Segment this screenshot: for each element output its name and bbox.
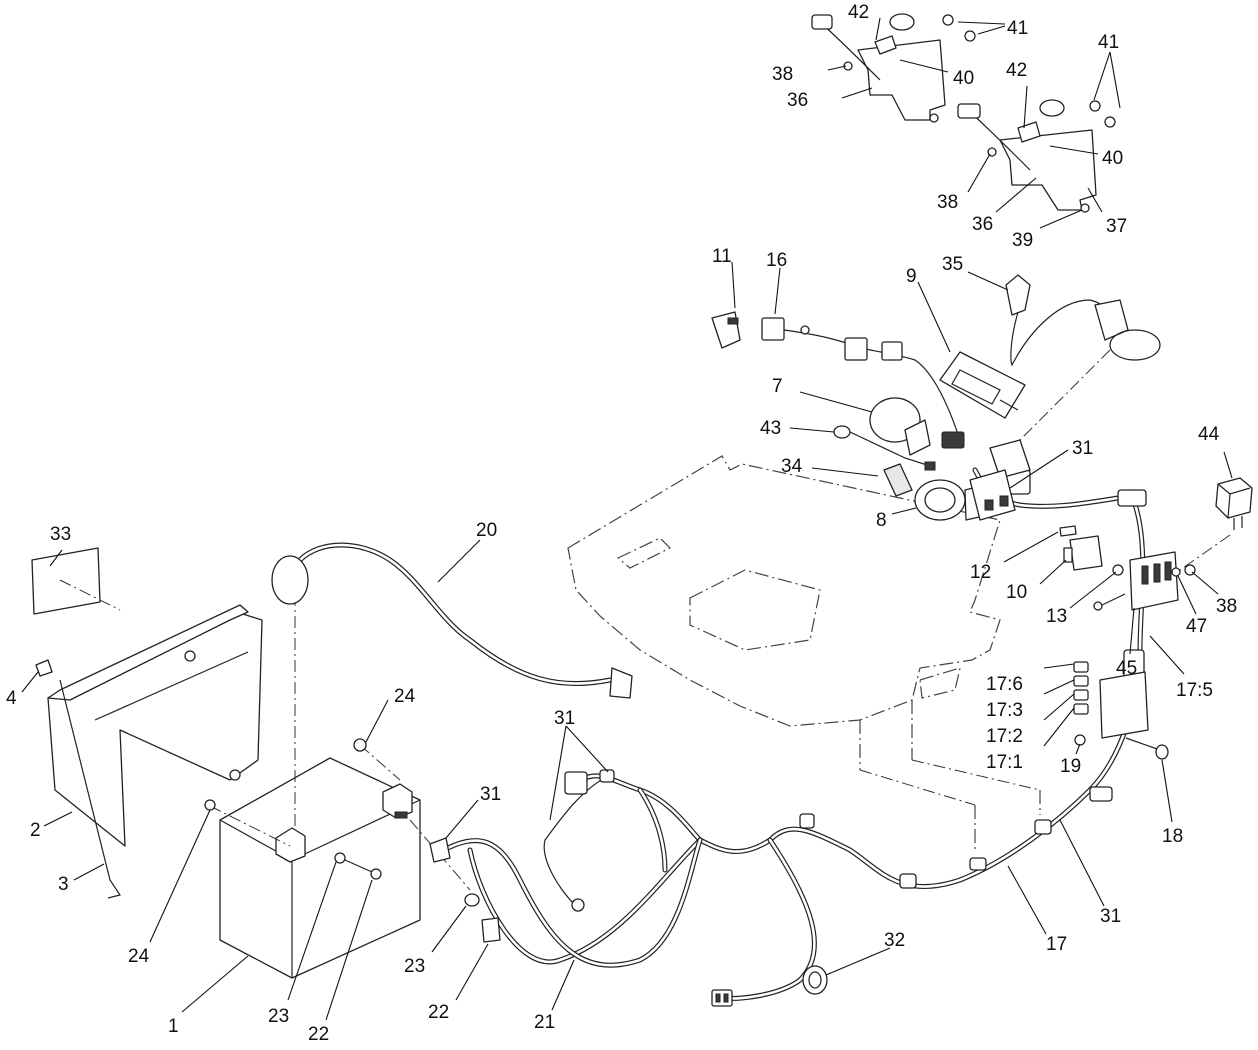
negative-cable	[271, 542, 633, 699]
alarm	[869, 397, 931, 456]
callout-1: 1	[168, 1016, 179, 1037]
callout-35: 35	[942, 254, 963, 275]
callout-9: 9	[906, 266, 917, 287]
callout-labels: 42 41 38 40 36 41 42 40 38 36 37 39 35 1…	[6, 2, 1237, 1045]
callout-12: 12	[970, 562, 991, 583]
callout-24-right: 24	[394, 686, 416, 707]
relay	[1179, 477, 1253, 571]
leader-lines	[21, 17, 1233, 1021]
callout-41-lower: 41	[1098, 32, 1119, 53]
callout-17-6: 17:6	[986, 674, 1023, 695]
callout-8: 8	[876, 510, 887, 531]
callout-22-right: 22	[428, 1002, 449, 1023]
callout-34: 34	[781, 456, 803, 477]
callout-3: 3	[58, 874, 69, 895]
callout-19: 19	[1060, 756, 1081, 777]
sensor-harness	[761, 317, 965, 449]
callout-20: 20	[476, 520, 497, 541]
callout-43: 43	[760, 418, 781, 439]
key-tag	[883, 463, 913, 497]
battery-fasteners	[204, 738, 501, 943]
sensor	[1005, 274, 1161, 441]
battery-hold-down	[35, 604, 263, 899]
callout-44: 44	[1198, 424, 1220, 445]
callout-4: 4	[6, 688, 17, 709]
callout-31-battery: 31	[480, 784, 501, 805]
callout-17-3: 17:3	[986, 700, 1023, 721]
callout-38-upper: 38	[772, 64, 793, 85]
callout-13: 13	[1046, 606, 1067, 627]
callout-10: 10	[1006, 582, 1027, 603]
callout-22-left: 22	[308, 1024, 329, 1045]
callout-36-lower: 36	[972, 214, 993, 235]
callout-7: 7	[772, 376, 783, 397]
indicator-lamp	[833, 425, 936, 471]
callout-36-upper: 36	[787, 90, 808, 111]
relay-fasteners	[1093, 564, 1196, 611]
callout-32: 32	[884, 930, 905, 951]
callout-40-upper: 40	[953, 68, 974, 89]
wiring-harness	[467, 467, 1147, 1001]
decal	[31, 547, 121, 615]
callout-45: 45	[1116, 658, 1137, 679]
hour-meter	[939, 351, 1026, 419]
fuses	[1073, 661, 1089, 715]
seat-switch	[1063, 535, 1103, 571]
callout-23-left: 23	[268, 1006, 289, 1027]
bracket-assembly-lower	[957, 99, 1116, 213]
callout-31-right: 31	[1100, 906, 1121, 927]
callout-31-harness: 31	[554, 708, 575, 729]
callout-33: 33	[50, 524, 71, 545]
callout-42-upper: 42	[848, 2, 869, 23]
connector-cluster	[969, 439, 1031, 521]
callout-17-2: 17:2	[986, 726, 1023, 747]
connector-11	[711, 311, 741, 349]
callout-42-lower: 42	[1006, 60, 1027, 81]
callout-17: 17	[1046, 934, 1067, 955]
battery	[209, 594, 471, 979]
callout-18: 18	[1162, 826, 1183, 847]
callout-47: 47	[1186, 616, 1207, 637]
fuse-block	[1099, 551, 1179, 739]
callout-38-relay: 38	[1216, 596, 1237, 617]
callout-41-upper: 41	[1007, 18, 1028, 39]
bracket-assembly-upper	[811, 13, 976, 123]
callout-37: 37	[1106, 216, 1127, 237]
callout-17-5: 17:5	[1176, 680, 1213, 701]
callout-38-lower: 38	[937, 192, 958, 213]
harness-end-connector	[711, 989, 733, 1007]
callout-31-upper: 31	[1072, 438, 1093, 459]
callout-40-lower: 40	[1102, 148, 1123, 169]
switch-clip	[1059, 525, 1077, 537]
callout-2: 2	[30, 820, 41, 841]
callout-39: 39	[1012, 230, 1033, 251]
callout-24-left: 24	[128, 946, 150, 967]
callout-23-right: 23	[404, 956, 425, 977]
callout-17-1: 17:1	[986, 752, 1023, 773]
positive-cable	[429, 837, 703, 968]
callout-16: 16	[766, 250, 787, 271]
fuse-block-bolt	[1074, 734, 1169, 760]
grommet	[802, 965, 828, 995]
chassis-plate-outline	[567, 455, 1041, 850]
callout-21: 21	[534, 1012, 555, 1033]
callout-11: 11	[712, 246, 732, 267]
